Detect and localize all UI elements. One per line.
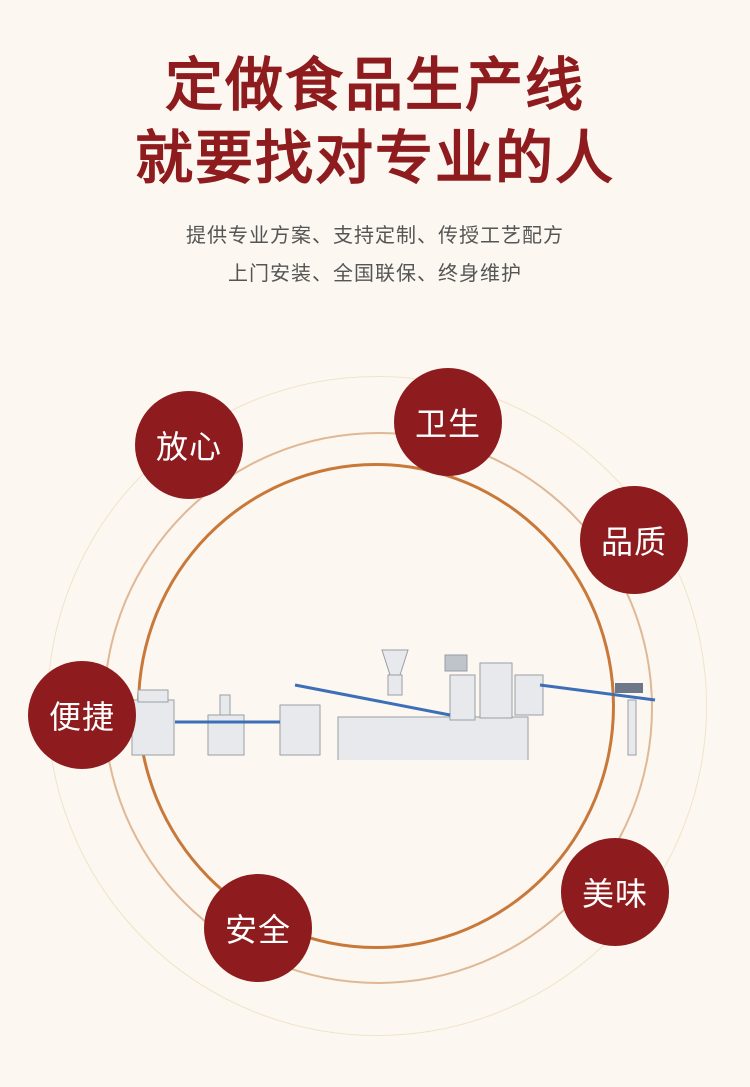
badge-convenience: 便捷 [28, 661, 136, 769]
headline-line-2: 就要找对专业的人 [134, 124, 615, 192]
subtitle-line-2: 上门安装、全国联保、终身维护 [228, 261, 522, 285]
production-line-machine-image [131, 649, 656, 760]
badge-hygiene: 卫生 [394, 368, 502, 476]
subtitle-line-1: 提供专业方案、支持定制、传授工艺配方 [186, 223, 564, 247]
badge-quality: 品质 [580, 486, 688, 594]
badge-safety: 安全 [204, 874, 312, 982]
headline-line-1: 定做食品生产线 [164, 51, 585, 119]
badge-taste: 美味 [561, 838, 669, 946]
badge-peace-of-mind: 放心 [135, 391, 243, 499]
